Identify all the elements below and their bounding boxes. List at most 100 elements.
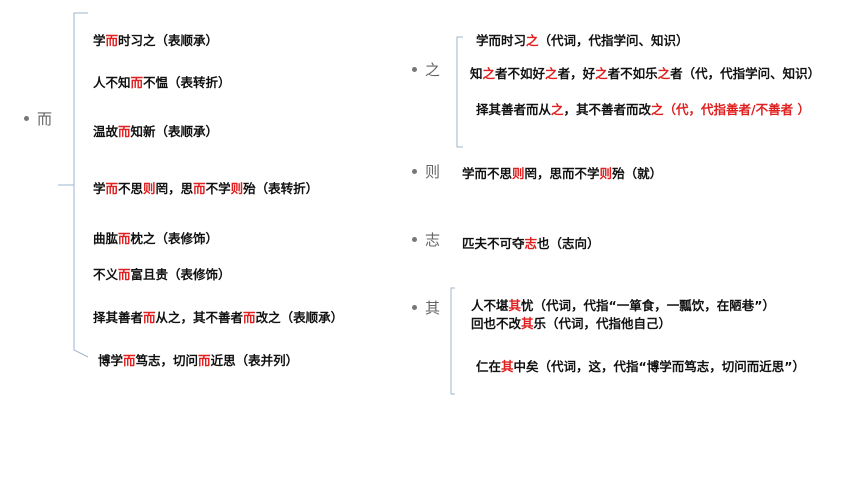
- node-zhi-label: 之: [425, 61, 441, 79]
- highlighted-word: 而: [105, 181, 119, 196]
- text-segment: 者（代，代指学问、知识）: [670, 66, 821, 81]
- highlighted-word: 之（代，代指善者/不善者 ）: [651, 102, 810, 117]
- node-er: 而: [24, 108, 52, 129]
- bullet-dot: [412, 169, 417, 174]
- text-segment: 殆（表转折）: [243, 181, 319, 196]
- bullet-dot: [24, 116, 29, 121]
- text-segment: 从之，其不善者: [155, 310, 244, 325]
- text-segment: 匹夫不可夺: [462, 236, 525, 251]
- highlighted-word: 而: [118, 267, 131, 282]
- text-segment: 也（志向）: [537, 236, 600, 251]
- text-segment: 不思: [118, 181, 144, 196]
- highlighted-word: 而: [118, 124, 131, 139]
- text-segment: 学而时习: [476, 33, 527, 48]
- highlighted-word: 而: [118, 231, 131, 246]
- bracket-er: [58, 12, 89, 358]
- node-zhi-ambition-label: 志: [425, 231, 441, 249]
- text-segment: 曲肱: [93, 231, 119, 246]
- highlighted-word: 则: [230, 181, 244, 196]
- highlighted-word: 而: [123, 353, 136, 368]
- highlighted-word: 而: [243, 310, 256, 325]
- er-example-1: 学而时习之（表顺承）: [93, 30, 218, 49]
- text-segment: 择其善者而从: [476, 102, 552, 117]
- text-segment: 改之（表顺承）: [255, 310, 344, 325]
- highlighted-word: 志: [524, 236, 538, 251]
- node-zhi: 之: [412, 59, 440, 80]
- text-segment: 博学: [98, 353, 124, 368]
- highlighted-word: 其: [501, 359, 514, 374]
- highlighted-word: 则: [143, 181, 156, 196]
- text-segment: 不愠（表转折）: [143, 75, 231, 90]
- er-example-4: 学而不思则罔，思而不学则殆（表转折）: [93, 178, 318, 197]
- node-ze: 则: [412, 161, 440, 182]
- highlighted-word: 而: [105, 33, 119, 48]
- bracket-zhi: [456, 36, 463, 148]
- node-zhi-ambition: 志: [412, 229, 440, 250]
- text-segment: 温故: [93, 124, 119, 139]
- er-example-2: 人不知而不愠（表转折）: [93, 72, 231, 91]
- text-segment: 罔，思: [155, 181, 194, 196]
- highlighted-word: 其: [521, 316, 534, 331]
- node-ze-label: 则: [425, 163, 441, 181]
- qi-example-1: 人不堪其忧（代词，代指“一箪食，一瓢饮，在陋巷”）: [471, 295, 775, 314]
- highlighted-word: 则: [599, 166, 613, 181]
- text-segment: 者不如乐: [607, 66, 658, 81]
- text-segment: 不义: [93, 267, 119, 282]
- er-example-8: 博学而笃志，切问而近思（表并列）: [98, 350, 298, 369]
- highlighted-word: 其: [508, 298, 522, 313]
- text-segment: （代词，代指学问、知识）: [538, 33, 689, 48]
- text-segment: 殆（就）: [612, 166, 663, 181]
- qi-example-2: 回也不改其乐（代词，代指他自己）: [471, 313, 671, 332]
- er-example-6: 不义而富且贵（表修饰）: [93, 264, 231, 283]
- text-segment: 罔，思而不学: [524, 166, 600, 181]
- highlighted-word: 之: [595, 66, 608, 81]
- node-er-label: 而: [37, 110, 53, 128]
- qi-example-3: 仁在其中矣（代词，这，代指“博学而笃志，切问而近思”）: [476, 356, 805, 375]
- text-segment: 笃志，切问: [135, 353, 199, 368]
- er-example-3: 温故而知新（表顺承）: [93, 121, 218, 140]
- highlighted-word: 之: [545, 66, 558, 81]
- text-segment: 人不知: [93, 75, 131, 90]
- er-example-7: 择其善者而从之，其不善者而改之（表顺承）: [93, 307, 343, 326]
- text-segment: 仁在: [476, 359, 502, 374]
- bullet-dot: [412, 305, 417, 310]
- text-segment: 学: [93, 33, 106, 48]
- text-segment: 者，好: [557, 66, 596, 81]
- text-segment: 近思（表并列）: [210, 353, 299, 368]
- highlighted-word: 而: [198, 353, 211, 368]
- node-qi: 其: [412, 297, 440, 318]
- bullet-dot: [412, 237, 417, 242]
- node-qi-label: 其: [425, 299, 441, 317]
- highlighted-word: 之: [657, 66, 671, 81]
- highlighted-word: 之: [551, 102, 564, 117]
- highlighted-word: 之: [526, 33, 539, 48]
- text-segment: 时习之（表顺承）: [118, 33, 219, 48]
- text-segment: 人不堪: [471, 298, 509, 313]
- highlighted-word: 而: [143, 310, 156, 325]
- text-segment: 富且贵（表修饰）: [130, 267, 231, 282]
- highlighted-word: 而: [193, 181, 206, 196]
- text-segment: 忧（代词，代指“一箪食，一瓢饮，在陋巷”）: [521, 298, 775, 313]
- zhi-example-1: 学而时习之（代词，代指学问、知识）: [476, 30, 689, 49]
- text-segment: 乐（代词，代指他自己）: [533, 316, 672, 331]
- highlighted-word: 之: [482, 66, 496, 81]
- highlighted-word: 则: [512, 166, 525, 181]
- zhi-example-2: 知之者不如好之者，好之者不如乐之者（代，代指学问、知识）: [470, 63, 820, 82]
- text-segment: 枕之（表修饰）: [130, 231, 219, 246]
- text-segment: 学而不思: [462, 166, 513, 181]
- text-segment: 者不如好: [495, 66, 546, 81]
- text-segment: ，其不善者而改: [563, 102, 652, 117]
- text-segment: 学: [93, 181, 106, 196]
- text-segment: 知: [470, 66, 483, 81]
- text-segment: 不学: [205, 181, 231, 196]
- text-segment: 择其善者: [93, 310, 144, 325]
- text-segment: 知新（表顺承）: [130, 124, 219, 139]
- er-example-5: 曲肱而枕之（表修饰）: [93, 228, 218, 247]
- zhi-example-3: 择其善者而从之，其不善者而改之（代，代指善者/不善者 ）: [476, 99, 810, 118]
- ze-example-1: 学而不思则罔，思而不学则殆（就）: [462, 163, 662, 182]
- zhi-ambition-example-1: 匹夫不可夺志也（志向）: [462, 233, 600, 252]
- bullet-dot: [412, 67, 417, 72]
- bracket-qi: [450, 287, 455, 395]
- text-segment: 中矣（代词，这，代指“博学而笃志，切问而近思”）: [513, 359, 805, 374]
